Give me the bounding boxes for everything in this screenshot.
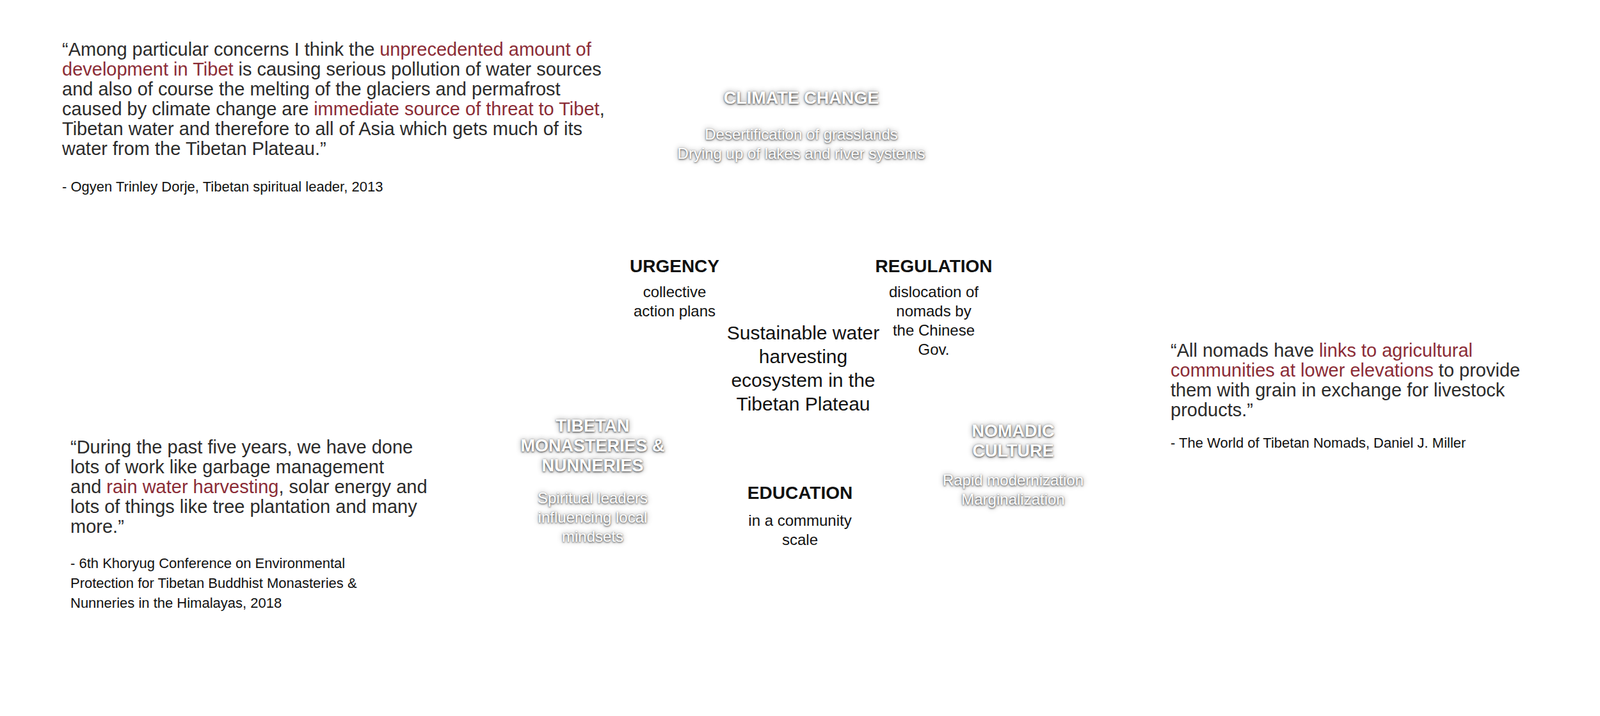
attribution-block: - The World of Tibetan Nomads, Daniel J.…: [1170, 433, 1581, 452]
overlap-fill: [595, 30, 1017, 452]
painted-wall: [576, 281, 612, 365]
region-text: Marginalization: [917, 489, 1110, 509]
connector-dot: [793, 572, 813, 592]
quote-block: “All nomads havelinks to agricultural co…: [1170, 340, 1529, 420]
leader-line: [930, 241, 1305, 325]
connector-dot: [663, 232, 683, 252]
quote-attribution: - The World of Tibetan Nomads, Daniel J.…: [1170, 434, 1466, 451]
painted-wall: [499, 339, 522, 391]
overlap-region-shape: [704, 230, 908, 652]
snow-field: [595, 267, 1017, 452]
cloud: [854, 39, 976, 71]
fog: [985, 552, 1140, 587]
circle-outline: [486, 230, 908, 652]
mountain-photo: [595, 30, 1017, 452]
region-title: CLIMATE CHANGE: [654, 88, 949, 109]
person: [942, 601, 950, 621]
region-text: Spiritual leaders influencing local mind…: [534, 488, 651, 546]
quote-highlight: immediate source of threat to Tibet: [313, 98, 600, 120]
leader-line: [481, 200, 674, 242]
attribution-block: - 6th Khoryug Conference on Environmenta…: [70, 552, 391, 613]
horse: [1066, 613, 1090, 626]
person: [1049, 597, 1057, 617]
quote-text: “Among particular concerns I think the: [62, 39, 375, 60]
overlap-fill: [595, 30, 1017, 452]
cloud: [934, 64, 1012, 88]
monastery-photo: [486, 230, 908, 652]
region-title: REGULATION: [869, 256, 998, 277]
robed-figure: [524, 566, 640, 637]
region-title: URGENCY: [610, 256, 739, 277]
attribution-block: - Ogyen Trinley Dorje, Tibetan spiritual…: [62, 177, 613, 196]
person: [918, 593, 926, 614]
center-fill: [595, 30, 1017, 452]
region-text: Rapid modernization: [917, 470, 1110, 490]
fog: [844, 529, 1114, 571]
quote-text: “All nomads have: [1170, 339, 1314, 361]
person: [995, 595, 1003, 615]
connector-dot: [920, 232, 941, 252]
person: [1020, 602, 1028, 623]
quote-highlight: rain water harvesting: [106, 476, 279, 497]
region-text: dislocation of nomads by the Chinese Gov…: [883, 282, 984, 360]
quote-block: “Among particular concerns I think theun…: [62, 39, 613, 159]
quote-attribution: - 6th Khoryug Conference on Environmenta…: [70, 554, 358, 611]
region-title: EDUCATION: [729, 482, 871, 504]
circle-outline: [595, 30, 1017, 452]
quote-block: “During the past five years, we have don…: [70, 437, 445, 537]
meadow-photo: [704, 230, 1126, 652]
robed-figure: [595, 563, 813, 679]
rock-slope: [595, 177, 1017, 452]
overlap-fill: [486, 230, 908, 652]
region-text: collective action plans: [629, 282, 720, 321]
horse: [954, 618, 978, 631]
horse: [852, 616, 876, 628]
region-text: Sustainable water harvesting ecosystem i…: [725, 320, 881, 416]
leader-line: [350, 581, 804, 692]
region-text: Drying up of lakes and river systems: [654, 144, 949, 164]
region-text: in a community scale: [741, 510, 860, 550]
person: [896, 598, 904, 618]
painted-wall: [614, 268, 653, 327]
circle-outline: [704, 230, 1126, 652]
quote-attribution: - Ogyen Trinley Dorje, Tibetan spiritual…: [62, 178, 383, 195]
umbrella: [989, 588, 1010, 597]
overlap-region: EDUCATION in a community scale: [704, 230, 908, 652]
region-text: Desertification of grasslands: [654, 124, 949, 144]
region-title: NOMADIC CULTURE: [958, 421, 1068, 461]
region-title: TIBETAN MONASTERIES & NUNNERIES: [515, 416, 670, 476]
painted-wall: [524, 300, 570, 397]
